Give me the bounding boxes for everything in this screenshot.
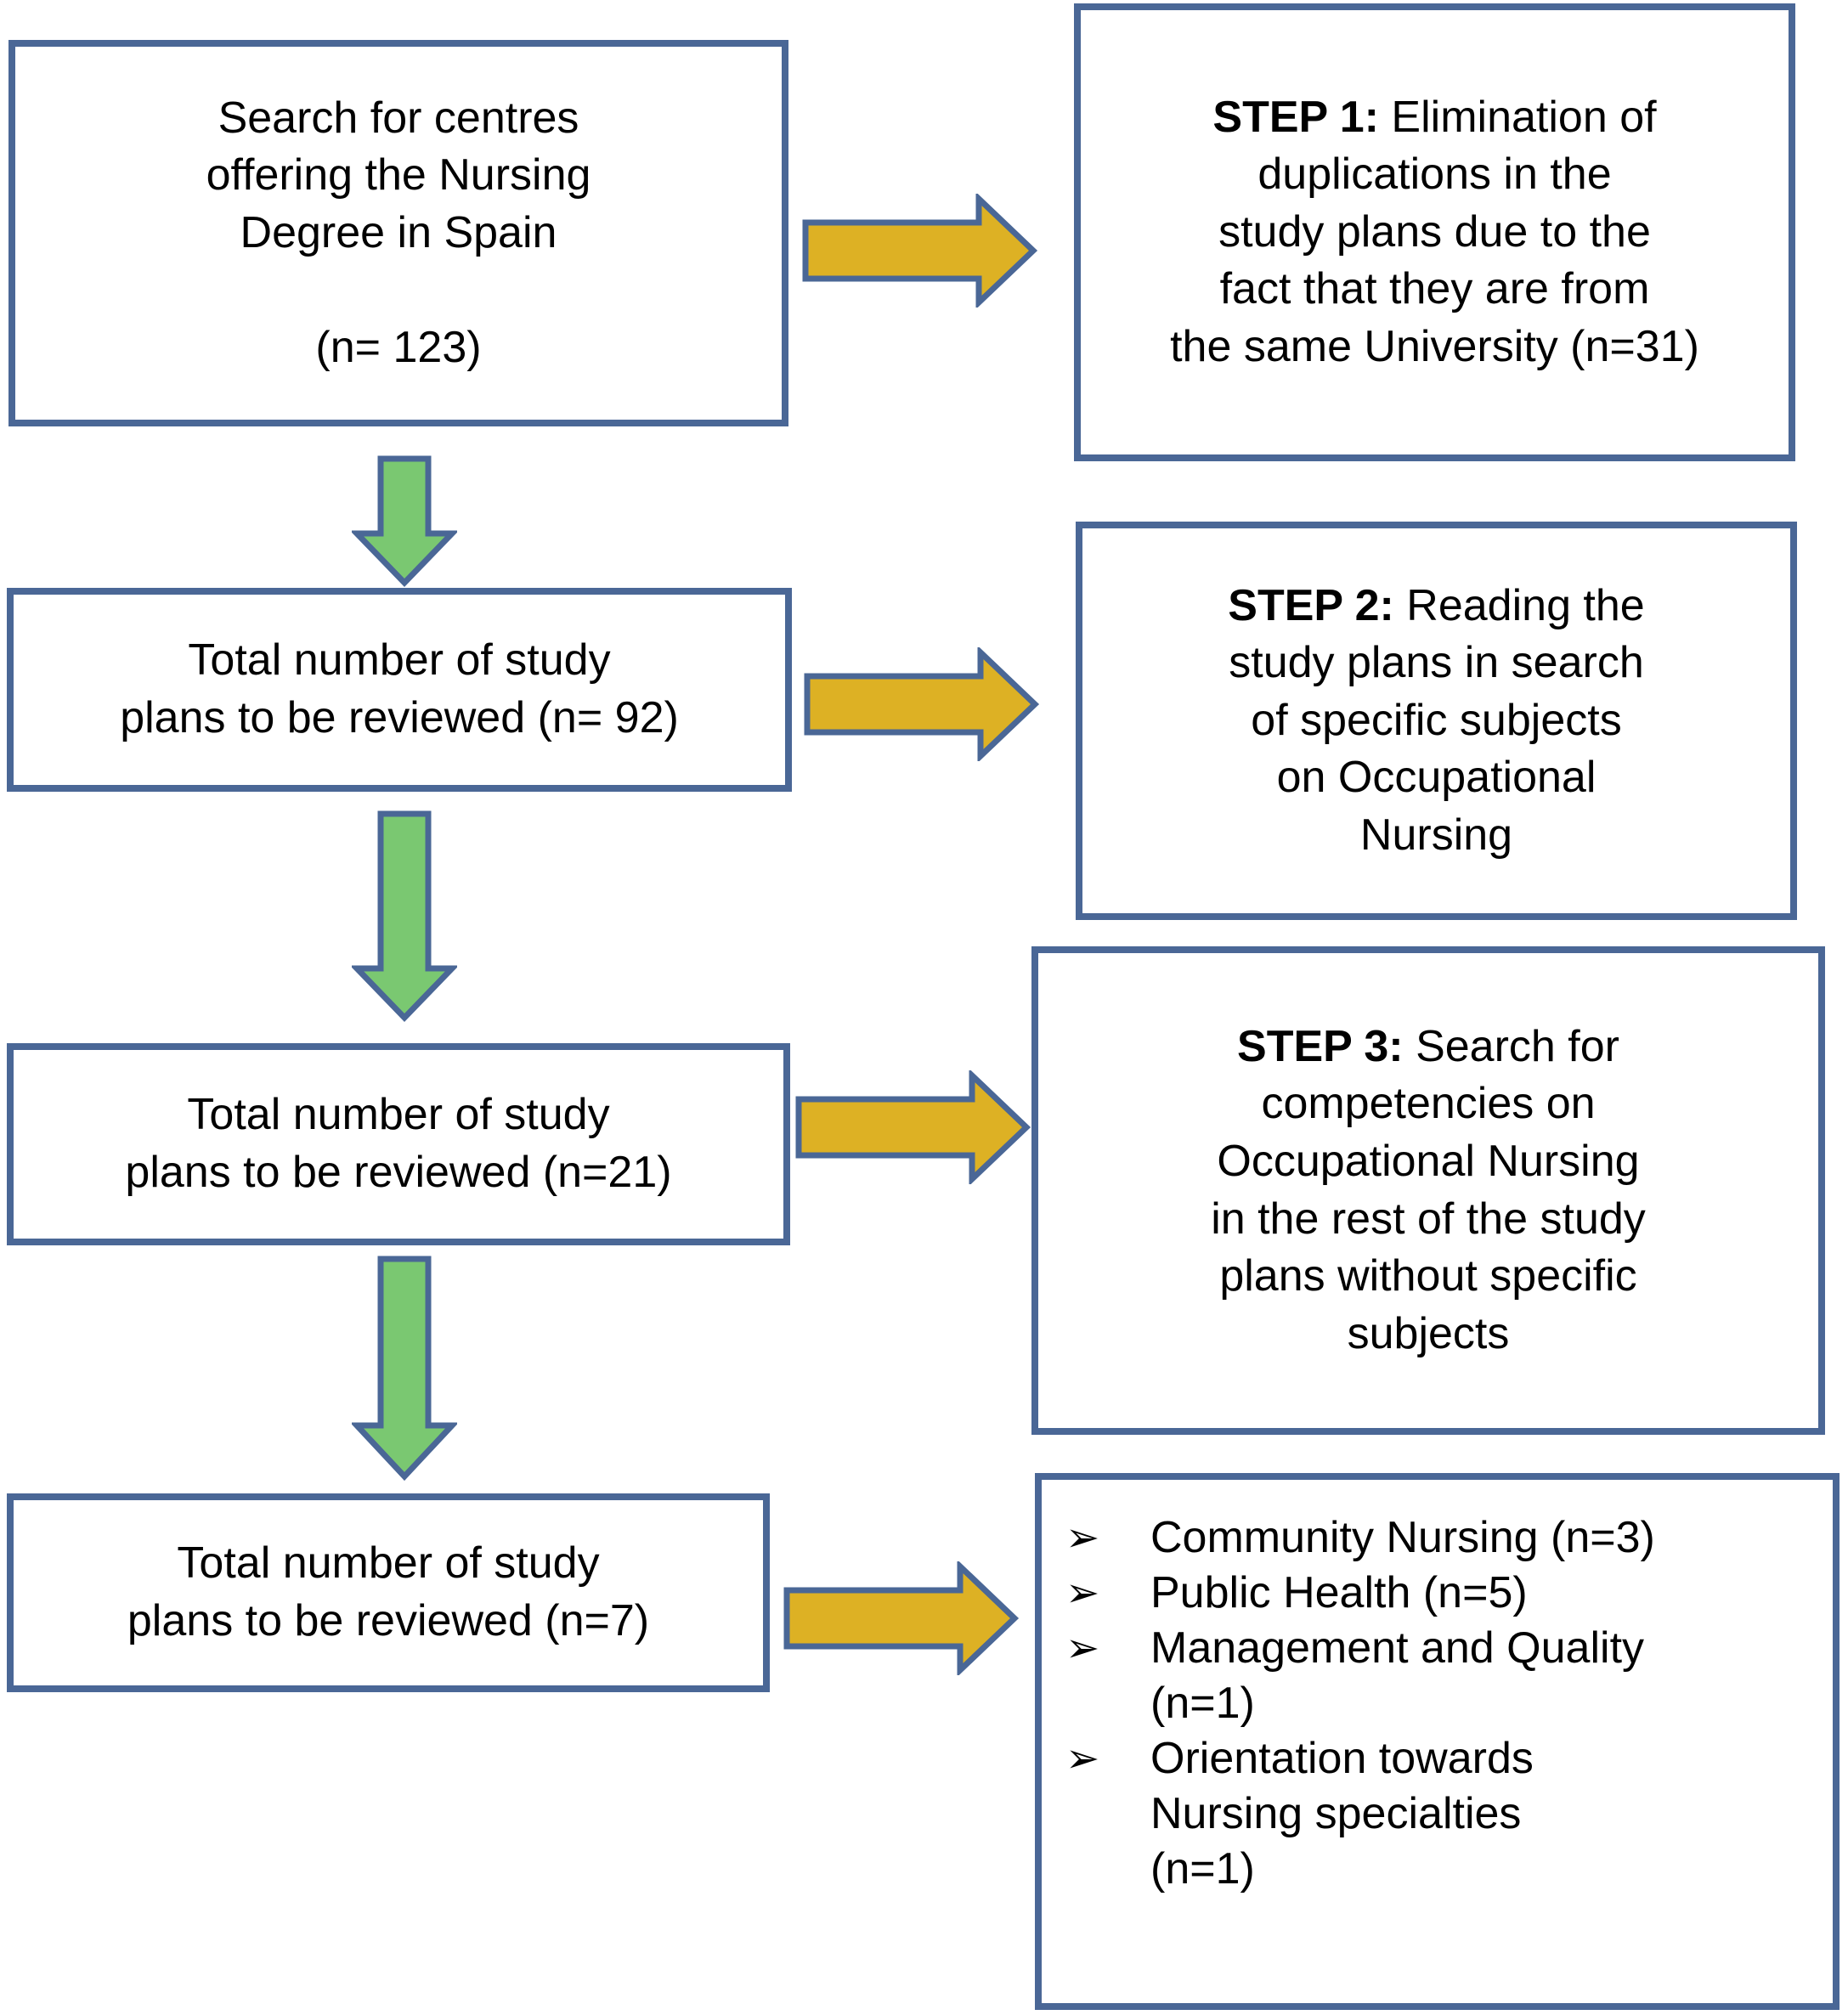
flow-box-review-92-text: Total number of study plans to be review… [120, 635, 679, 742]
arrowhead-bullet-icon: ➢ [1065, 1569, 1100, 1617]
right-arrow-1-icon [802, 194, 1038, 308]
list-item-public-health: ➢ Public Health (n=5) [1065, 1566, 1528, 1621]
step-3-text-block: STEP 3: Search for competencies on Occup… [1038, 1019, 1818, 1363]
arrowhead-bullet-icon: ➢ [1065, 1624, 1100, 1672]
arrowhead-bullet-icon: ➢ [1065, 1514, 1100, 1561]
flow-box-review-7-text: Total number of study plans to be review… [127, 1538, 650, 1645]
list-item-text: Public Health (n=5) [1150, 1568, 1528, 1617]
step-1-text-block: STEP 1: Elimination of duplications in t… [1081, 89, 1789, 376]
list-item-management-quality: ➢ Management and Quality (n=1) [1065, 1621, 1644, 1731]
flow-box-search-centres: Search for centres offering the Nursing … [8, 40, 788, 426]
down-arrow-3-icon [352, 1256, 457, 1482]
results-box: ➢ Community Nursing (n=3) ➢ Public Healt… [1035, 1473, 1840, 2010]
step-3-box: STEP 3: Search for competencies on Occup… [1031, 946, 1825, 1435]
step-1-label: STEP 1: [1212, 92, 1379, 142]
step-3-text: Search for competencies on Occupational … [1211, 1021, 1646, 1358]
down-arrow-1-icon [352, 455, 457, 588]
down-arrow-2-icon [352, 810, 457, 1023]
flow-box-review-21-text: Total number of study plans to be review… [125, 1090, 672, 1197]
step-1-text: Elimination of duplications in the study… [1170, 92, 1699, 371]
list-item-text: Orientation towards Nursing specialties … [1150, 1734, 1534, 1894]
right-arrow-3-icon [795, 1070, 1031, 1184]
step-2-text: Reading the study plans in search of spe… [1229, 580, 1645, 860]
flow-box-review-21: Total number of study plans to be review… [7, 1043, 790, 1245]
right-arrow-2-icon [804, 647, 1040, 761]
step-2-label: STEP 2: [1228, 580, 1394, 630]
list-item-orientation-specialties: ➢ Orientation towards Nursing specialtie… [1065, 1731, 1534, 1897]
list-item-text: Community Nursing (n=3) [1150, 1513, 1655, 1562]
step-1-box: STEP 1: Elimination of duplications in t… [1074, 3, 1795, 461]
right-arrow-4-icon [783, 1561, 1020, 1675]
step-3-label: STEP 3: [1237, 1021, 1404, 1071]
list-item-community-nursing: ➢ Community Nursing (n=3) [1065, 1510, 1655, 1566]
step-2-text-block: STEP 2: Reading the study plans in searc… [1082, 578, 1790, 865]
flow-box-review-7: Total number of study plans to be review… [7, 1493, 770, 1692]
flow-box-search-centres-text: Search for centres offering the Nursing … [206, 93, 591, 372]
arrowhead-bullet-icon: ➢ [1065, 1735, 1100, 1782]
flow-box-review-92: Total number of study plans to be review… [7, 588, 792, 792]
list-item-text: Management and Quality (n=1) [1150, 1623, 1645, 1728]
step-2-box: STEP 2: Reading the study plans in searc… [1076, 522, 1797, 920]
